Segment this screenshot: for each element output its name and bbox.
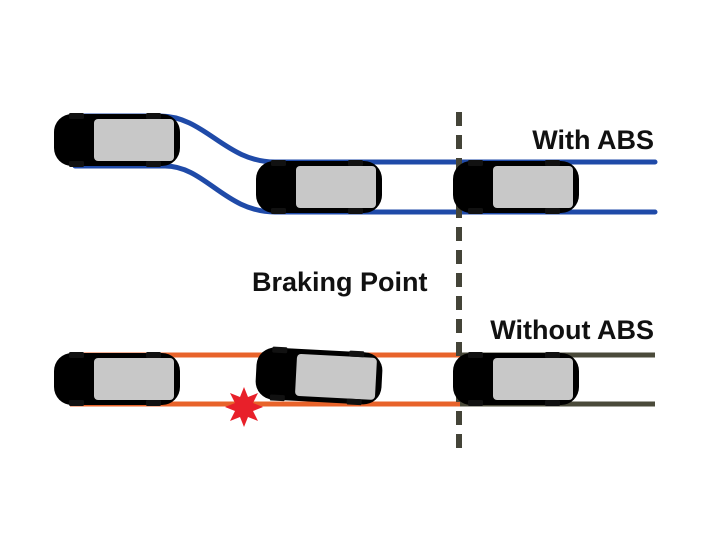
collision-burst-icon	[225, 387, 263, 427]
no-abs-car-2	[254, 345, 384, 407]
abs-car-1	[54, 113, 180, 167]
braking-point-label: Braking Point	[252, 267, 428, 297]
abs-car-2	[256, 160, 382, 214]
no-abs-car-3	[453, 352, 579, 406]
without-abs-label: Without ABS	[490, 315, 654, 345]
no-abs-car-1	[54, 352, 180, 406]
abs-car-3	[453, 160, 579, 214]
with-abs-label: With ABS	[532, 125, 654, 155]
